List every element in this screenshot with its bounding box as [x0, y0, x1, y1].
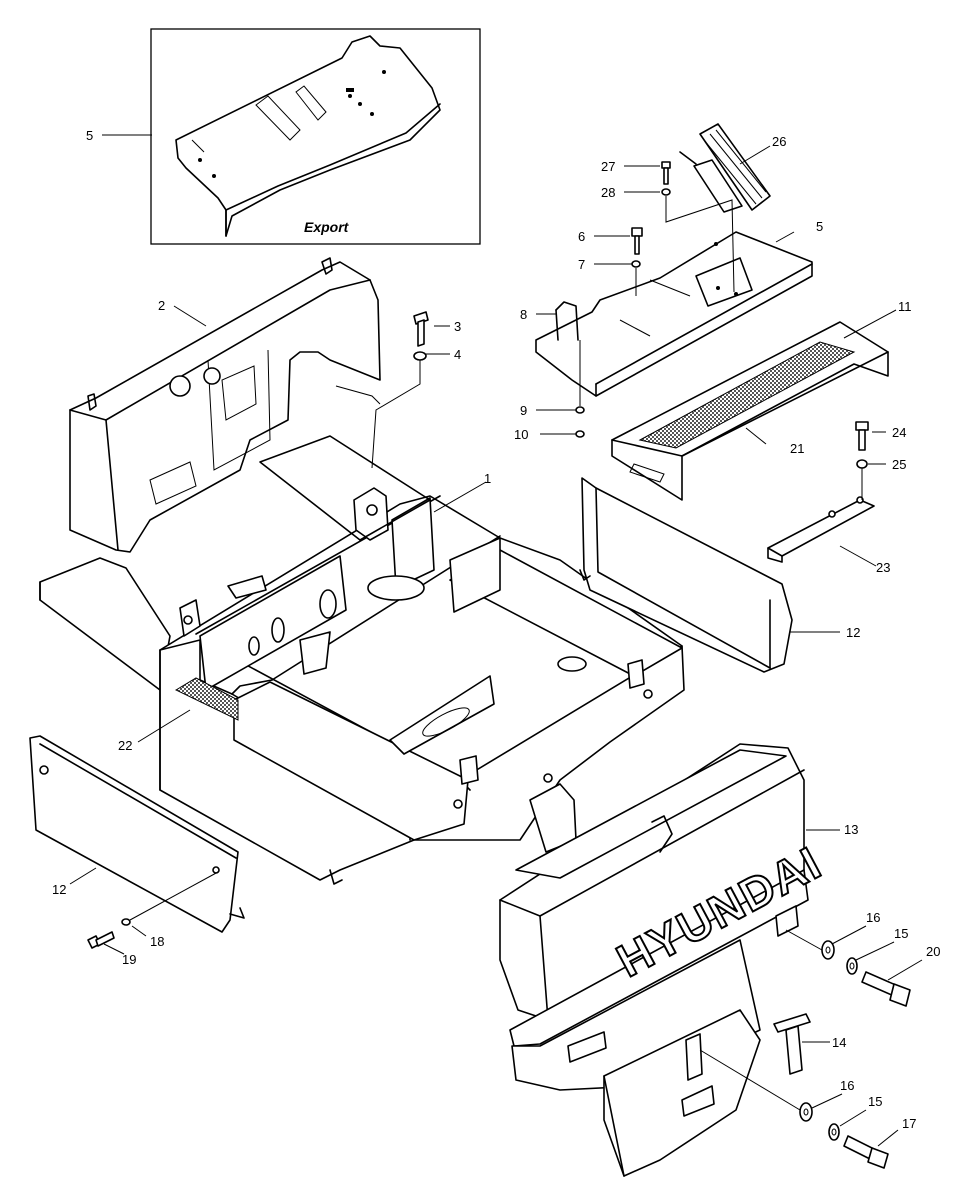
- callout-7: 7: [578, 257, 585, 272]
- callout-14: 14: [832, 1035, 846, 1050]
- inset-frame: [150, 28, 481, 245]
- callout-1: 1: [484, 471, 491, 486]
- callout-16-upper: 16: [866, 910, 880, 925]
- part-1-floor-frame: [39, 435, 685, 885]
- part-5-floor-plate: [535, 231, 813, 397]
- callout-16-lower: 16: [840, 1078, 854, 1093]
- part-14-pin: [773, 1013, 811, 1075]
- part-10-nut: [575, 430, 585, 438]
- callout-8: 8: [520, 307, 527, 322]
- callout-leaders: [69, 134, 923, 1147]
- callout-9: 9: [520, 403, 527, 418]
- callout-15-upper: 15: [894, 926, 908, 941]
- part-24-bolt: [855, 421, 869, 451]
- callout-5-inset: 5: [86, 128, 93, 143]
- part-6-bolt: [631, 227, 643, 255]
- callout-24: 24: [892, 425, 906, 440]
- callout-21: 21: [790, 441, 804, 456]
- part-15-washer-lower: [828, 1123, 840, 1141]
- part-22-mesh-pad: [174, 677, 239, 721]
- callout-18: 18: [150, 934, 164, 949]
- callout-19: 19: [122, 952, 136, 967]
- callout-27: 27: [601, 159, 615, 174]
- assembly-guides: [129, 196, 863, 1111]
- callout-11: 11: [898, 299, 912, 314]
- callout-12-left: 12: [52, 882, 66, 897]
- callout-12-right: 12: [846, 625, 860, 640]
- callout-3: 3: [454, 319, 461, 334]
- part-28-washer: [661, 188, 671, 196]
- callout-13: 13: [844, 822, 858, 837]
- part-17-bolt: [843, 1135, 889, 1169]
- part-3-bolt: [413, 311, 429, 347]
- callout-26: 26: [772, 134, 786, 149]
- callout-25: 25: [892, 457, 906, 472]
- inset-caption: Export: [304, 219, 350, 235]
- part-23-bracket: [767, 496, 875, 563]
- export-inset: Export: [150, 28, 481, 245]
- part-25-washer: [856, 459, 868, 469]
- part-2-rear-cover: [69, 257, 381, 553]
- part-27-bolt: [661, 161, 671, 185]
- export-floor-plate: [175, 35, 441, 237]
- part-16-washer-lower: [799, 1102, 813, 1122]
- part-19-screw: [87, 931, 115, 949]
- part-15-washer-upper: [846, 957, 858, 975]
- part-9-washer: [575, 406, 585, 414]
- callout-10: 10: [514, 427, 528, 442]
- callout-2: 2: [158, 298, 165, 313]
- callout-23: 23: [876, 560, 890, 575]
- part-4-washer: [413, 351, 427, 361]
- part-7-washer: [631, 260, 641, 268]
- callout-22: 22: [118, 738, 132, 753]
- part-18-washer: [121, 918, 131, 926]
- callout-15-lower: 15: [868, 1094, 882, 1109]
- callout-5-main: 5: [816, 219, 823, 234]
- part-8-u-bolt: [555, 301, 579, 341]
- callout-labels: 5 2 3 4 1 26 27 28 5 6 7 8 9 10 11 21 24…: [52, 128, 940, 1131]
- callout-4: 4: [454, 347, 461, 362]
- part-12-right-cover: [579, 477, 793, 673]
- callout-17: 17: [902, 1116, 916, 1131]
- callout-20: 20: [926, 944, 940, 959]
- part-26-pedal: [679, 123, 771, 213]
- callout-6: 6: [578, 229, 585, 244]
- part-20-bolt: [861, 971, 911, 1007]
- callout-28: 28: [601, 185, 615, 200]
- part-21-mesh: [638, 341, 856, 449]
